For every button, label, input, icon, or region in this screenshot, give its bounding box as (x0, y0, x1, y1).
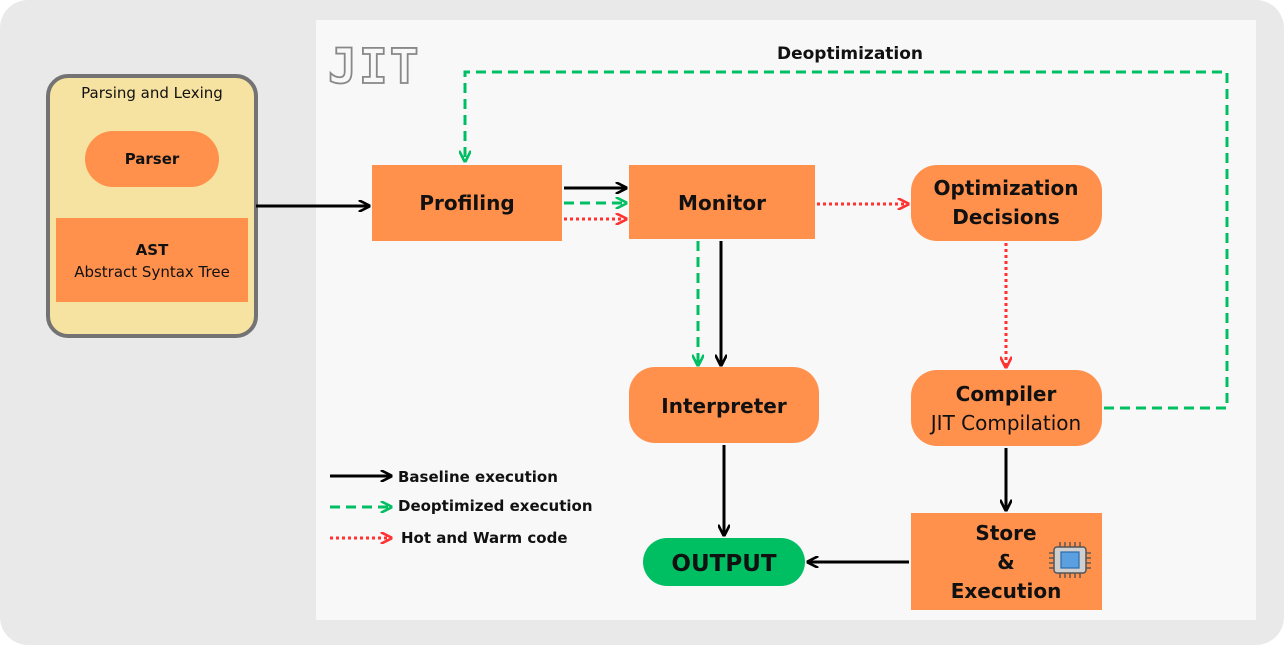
interpreter-node (629, 367, 819, 443)
compiler-line1: Compiler (956, 382, 1057, 406)
ast-subtitle: Abstract Syntax Tree (74, 263, 230, 281)
ast-node (56, 218, 248, 302)
ast-title: AST (136, 241, 169, 259)
cpu-chip-icon (1049, 542, 1091, 578)
legend: Baseline execution Deoptimized execution… (330, 468, 593, 547)
output-node (643, 538, 805, 586)
profiling-label: Profiling (419, 191, 514, 215)
compiler-line2: JIT Compilation (929, 411, 1081, 435)
legend-deopt-label: Deoptimized execution (398, 497, 593, 515)
optimization-decisions-line1: Optimization (934, 176, 1079, 200)
monitor-label: Monitor (678, 191, 766, 215)
legend-hot-label: Hot and Warm code (401, 529, 568, 547)
deoptimization-label: Deoptimization (777, 44, 923, 64)
parser-node (85, 131, 219, 187)
store-line3: Execution (951, 579, 1062, 603)
interpreter-label: Interpreter (661, 394, 787, 418)
jit-label: JIT (328, 39, 421, 95)
parsing-lexing-title: Parsing and Lexing (81, 84, 223, 102)
parser-label: Parser (125, 150, 180, 168)
output-label: OUTPUT (671, 551, 776, 577)
legend-baseline-label: Baseline execution (398, 468, 558, 486)
edge-deoptimization-loop (465, 70, 1229, 410)
profiling-node (372, 165, 562, 241)
optimization-decisions-line2: Decisions (952, 205, 1060, 229)
store-line1: Store (975, 521, 1036, 545)
store-line2: & (997, 550, 1014, 574)
compiler-node (911, 370, 1102, 446)
monitor-node (629, 165, 815, 239)
optimization-decisions-node (911, 165, 1102, 241)
